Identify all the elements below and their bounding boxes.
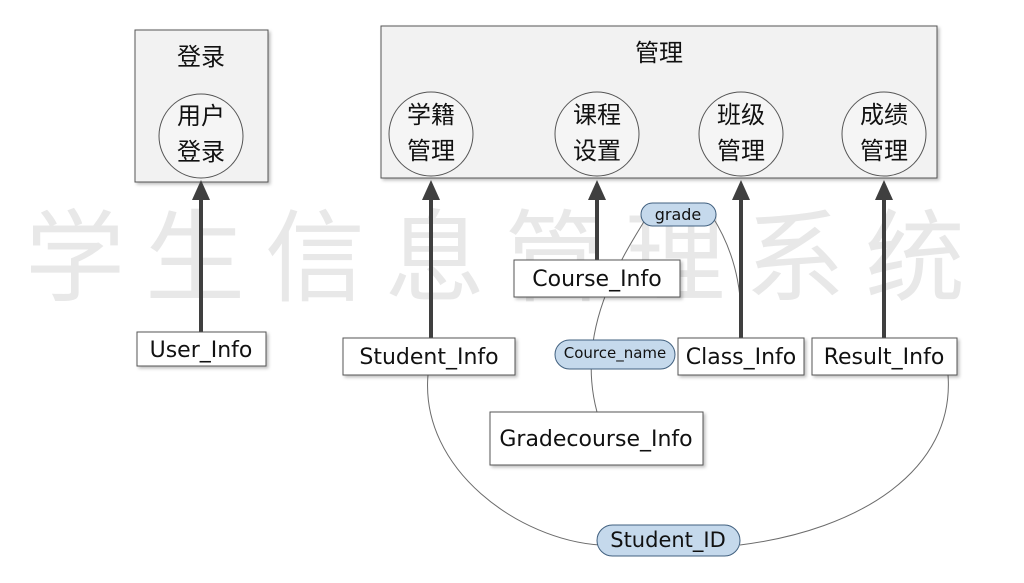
watermark-char: 生	[145, 200, 245, 317]
watermark-char: 统	[865, 200, 965, 317]
arrowhead-user-info	[192, 180, 210, 200]
login-group: 登录 用户 登录	[134, 29, 269, 183]
grade-management-circle	[841, 91, 927, 177]
table-boxes: User_Info Student_Info Course_Info Class…	[136, 259, 958, 466]
result-info-label: Result_Info	[824, 345, 945, 370]
course-info-label: Course_Info	[532, 267, 661, 292]
manage-group-title: 管理	[635, 39, 683, 67]
user-info-box	[136, 331, 267, 367]
class-management-line2: 管理	[717, 137, 765, 165]
student-id-curve-left	[427, 374, 601, 546]
class-info-box	[677, 337, 805, 376]
class-info-label: Class_Info	[686, 345, 797, 370]
watermark-char: 信	[265, 200, 365, 317]
watermark-char: 管	[505, 200, 605, 317]
gradecourse-info-box	[489, 411, 704, 466]
course-setup-circle	[554, 91, 640, 177]
student-id-key-label: Student_ID	[610, 528, 726, 553]
user-login-line2: 登录	[177, 138, 225, 166]
manage-group: 管理 学籍 管理 课程 设置 班级 管理 成绩 管理	[380, 25, 938, 179]
result-info-box	[811, 337, 958, 376]
student-info-label: Student_Info	[359, 345, 498, 370]
watermark-title: 学 生 信 息 管 理 系 统	[25, 200, 965, 317]
data-flow-arrows	[192, 180, 893, 338]
student-records-line1: 学籍	[407, 101, 455, 129]
arrowhead-result-info	[875, 180, 893, 200]
student-id-key-pill	[596, 524, 741, 557]
arrowhead-course-info	[588, 180, 606, 200]
arrowhead-class-info	[732, 180, 750, 200]
grade-management-line1: 成绩	[860, 101, 908, 129]
student-records-circle	[388, 91, 474, 177]
arrowhead-student-info	[422, 180, 440, 200]
grade-curve-left	[590, 211, 651, 413]
user-info-label: User_Info	[150, 338, 253, 363]
student-id-curve-right	[739, 374, 949, 546]
student-records-line2: 管理	[407, 137, 455, 165]
relationship-curves	[427, 211, 949, 546]
gradecourse-info-label: Gradecourse_Info	[499, 427, 692, 452]
course-setup-line2: 设置	[573, 137, 621, 165]
user-login-circle	[158, 93, 244, 179]
watermark-char: 系	[745, 200, 845, 317]
manage-group-box	[380, 25, 938, 179]
user-login-line1: 用户	[177, 102, 225, 130]
class-management-line1: 班级	[717, 101, 765, 129]
watermark-char: 息	[385, 200, 485, 317]
cource-name-key-pill	[554, 339, 676, 370]
grade-key-label: grade	[655, 205, 702, 224]
course-info-box	[513, 259, 681, 298]
key-pills: grade Cource_name Student_ID	[554, 202, 741, 557]
course-setup-line1: 课程	[573, 101, 621, 129]
grade-key-pill	[640, 202, 717, 227]
class-management-circle	[698, 91, 784, 177]
student-info-box	[342, 337, 516, 376]
login-group-title: 登录	[177, 43, 225, 71]
grade-management-line2: 管理	[860, 137, 908, 165]
watermark-char: 学	[25, 200, 125, 317]
cource-name-key-label: Cource_name	[564, 344, 667, 363]
